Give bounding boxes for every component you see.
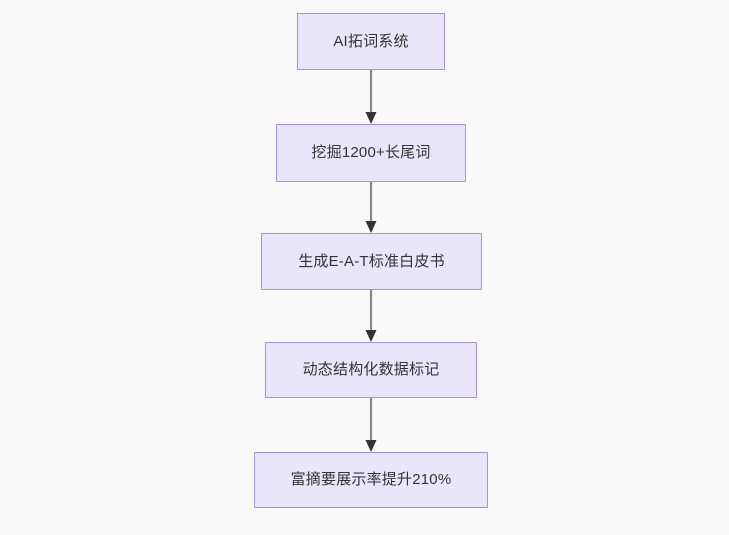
node-label: 生成E-A-T标准白皮书 xyxy=(298,252,445,270)
node-label: AI拓词系统 xyxy=(333,32,409,50)
flowchart-node-generate-eat-whitepaper[interactable]: 生成E-A-T标准白皮书 xyxy=(261,233,482,290)
flowchart-node-dynamic-structured-data-markup[interactable]: 动态结构化数据标记 xyxy=(265,342,477,398)
node-label: 动态结构化数据标记 xyxy=(302,361,440,378)
flowchart-node-mine-longtail-keywords[interactable]: 挖掘1200+长尾词 xyxy=(276,124,466,182)
edge-n1-n2 xyxy=(355,70,387,124)
node-label: 挖掘1200+长尾词 xyxy=(311,144,431,161)
flowchart-node-rich-snippet-impression-uplift[interactable]: 富摘要展示率提升210% xyxy=(254,452,488,508)
edge-n3-n4 xyxy=(355,290,387,342)
edge-n4-n5 xyxy=(355,398,387,452)
flowchart-node-ai-keyword-system[interactable]: AI拓词系统 xyxy=(297,13,445,70)
node-label: 富摘要展示率提升210% xyxy=(290,471,452,488)
edge-n2-n3 xyxy=(355,182,387,233)
